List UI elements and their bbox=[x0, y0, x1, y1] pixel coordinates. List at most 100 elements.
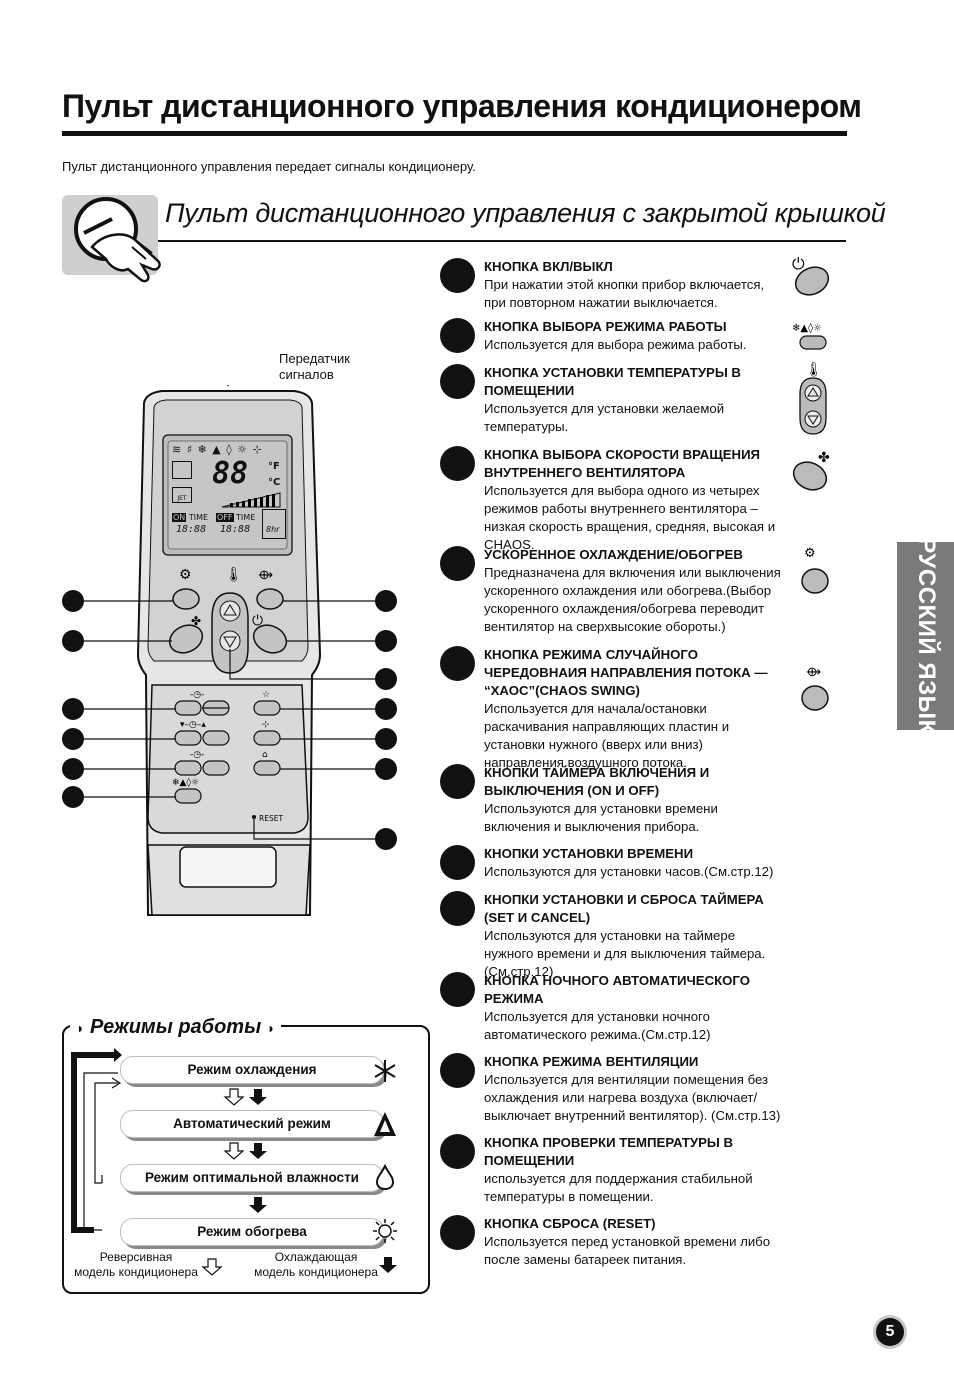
item-swing-bullet bbox=[440, 646, 475, 681]
item-clock-heading: КНОПКИ УСТАНОВКИ ВРЕМЕНИ bbox=[484, 846, 694, 861]
mode-cool-label: Режим охлаждения bbox=[187, 1062, 317, 1077]
section-title: Пульт дистанционного управления с закрыт… bbox=[165, 198, 886, 228]
lcd-icons-row: ≋ ♯ ❄ ▲ ◊ ☼ ⊹ bbox=[172, 443, 263, 456]
item-room-temp-heading: КНОПКА ПРОВЕРКИ ТЕМПЕРАТУРЫ В ПОМЕЩЕНИИ bbox=[484, 1135, 733, 1168]
mode-heat: Режим обогрева bbox=[120, 1218, 384, 1246]
item-clock-desc: Используются для установки часов.(См.стр… bbox=[484, 864, 774, 879]
lcd-on: ON bbox=[172, 513, 187, 522]
item-sleep-desc: Используется для установки ночного автом… bbox=[484, 1009, 711, 1042]
svg-text:-◷-: -◷- bbox=[190, 690, 204, 700]
item-timer-onoff-bullet bbox=[440, 764, 475, 799]
auto-icon bbox=[374, 1112, 396, 1136]
item-jet-desc: Предназначена для включения или выключен… bbox=[484, 565, 781, 634]
page-title: Пульт дистанционного управления кондицио… bbox=[62, 88, 862, 124]
svg-text:✤: ✤ bbox=[191, 614, 201, 628]
language-tab-label: РУССКИЙ ЯЗЫК bbox=[912, 537, 940, 735]
mode-heat-label: Режим обогрева bbox=[197, 1224, 307, 1239]
lcd-on-digits: 18:88 bbox=[176, 524, 207, 535]
svg-text:✤: ✤ bbox=[818, 450, 830, 466]
lcd-digits: 88 bbox=[212, 456, 249, 491]
item-reset-bullet bbox=[440, 1215, 475, 1250]
title-rule bbox=[62, 131, 847, 136]
svg-text:⟴: ⟴ bbox=[258, 567, 273, 582]
item-swing-heading: КНОПКА РЕЖИМА СЛУЧАЙНОГО ЧЕРЕДОВНАИЯ НАП… bbox=[484, 647, 768, 698]
svg-text:⊹: ⊹ bbox=[262, 720, 270, 730]
svg-text:⚙: ⚙ bbox=[804, 546, 816, 561]
intro-text: Пульт дистанционного управления передает… bbox=[62, 159, 476, 174]
svg-text:⏻: ⏻ bbox=[252, 612, 263, 628]
lcd-home-icon bbox=[172, 461, 192, 479]
item-temp-desc: Используется для установки желаемой темп… bbox=[484, 401, 725, 434]
item-reset-desc: Используется перед установкой времени ли… bbox=[484, 1234, 771, 1267]
item-reset-heading: КНОПКА СБРОСА (RESET) bbox=[484, 1216, 656, 1231]
svg-text:⚙: ⚙ bbox=[179, 566, 192, 582]
modes-title-text: Режимы работы bbox=[90, 1016, 262, 1038]
item-temp-bullet bbox=[440, 364, 475, 399]
mode-auto: Автоматический режим bbox=[120, 1110, 384, 1138]
lcd-off: OFF bbox=[216, 513, 234, 522]
item-mode-bullet bbox=[440, 318, 475, 353]
item-sleep-heading: КНОПКА НОЧНОГО АВТОМАТИЧЕСКОГО РЕЖИМА bbox=[484, 973, 750, 1006]
mode-button-icon: ❄▲◊☼ bbox=[792, 322, 827, 350]
fan-button-icon: ✤ bbox=[792, 450, 830, 491]
language-tab: РУССКИЙ ЯЗЫК bbox=[897, 537, 954, 735]
svg-text:⏻: ⏻ bbox=[792, 254, 805, 273]
svg-text:🌡: 🌡 bbox=[805, 362, 823, 378]
item-mode-desc: Используется для выбора режима работы. bbox=[484, 337, 747, 352]
item-power-desc: При нажатии этой кнопки прибор включаетс… bbox=[484, 277, 765, 310]
item-room-temp-bullet bbox=[440, 1134, 475, 1169]
item-clock-bullet bbox=[440, 845, 475, 880]
item-timer-set-heading: КНОПКИ УСТАНОВКИ И СБРОСА ТАЙМЕРА (SET И… bbox=[484, 892, 764, 925]
item-fan-bullet bbox=[440, 446, 475, 481]
lcd-time-2: TIME bbox=[236, 513, 256, 522]
item-sleep-bullet bbox=[440, 972, 475, 1007]
hand-icon bbox=[62, 195, 161, 283]
item-jet-heading: УСКОРЕННОЕ ОХЛАЖДЕНИЕ/ОБОГРЕВ bbox=[484, 547, 743, 562]
item-temp-heading: КНОПКА УСТАНОВКИ ТЕМПЕРАТУРЫ В ПОМЕЩЕНИИ bbox=[484, 365, 741, 398]
svg-text:❄▲◊☼: ❄▲◊☼ bbox=[172, 777, 199, 788]
legend-cooling: Охлаждающая модель кондиционера bbox=[254, 1250, 378, 1279]
svg-text:❄▲◊☼: ❄▲◊☼ bbox=[792, 322, 822, 334]
reset-label: RESET bbox=[259, 814, 283, 823]
item-vent-bullet bbox=[440, 1053, 475, 1088]
item-vent-heading: КНОПКА РЕЖИМА ВЕНТИЛЯЦИИ bbox=[484, 1054, 699, 1069]
item-timer-set-desc: Используются для установки на таймере ну… bbox=[484, 928, 766, 979]
item-fan-heading: КНОПКА ВЫБОРА СКОРОСТИ ВРАЩЕНИЯ ВНУТРЕНН… bbox=[484, 447, 761, 480]
lcd-off-digits: 18:88 bbox=[220, 524, 251, 535]
svg-text:🌡: 🌡 bbox=[225, 566, 243, 582]
svg-text:-◷-: -◷- bbox=[190, 750, 204, 760]
jet-button-icon: ⚙ bbox=[801, 546, 829, 594]
snowflake-icon bbox=[374, 1060, 396, 1082]
mode-dry: Режим оптимальной влажности bbox=[120, 1164, 384, 1192]
svg-text:☆: ☆ bbox=[262, 690, 270, 700]
item-power-heading: КНОПКА ВКЛ/ВЫКЛ bbox=[484, 259, 613, 274]
page-number: 5 bbox=[876, 1318, 904, 1346]
svg-text:⟴: ⟴ bbox=[806, 665, 821, 680]
lcd-unit-c: °C bbox=[268, 477, 281, 488]
sun-icon bbox=[373, 1219, 397, 1243]
item-swing-desc: Используется для начала/остановки раскач… bbox=[484, 701, 730, 770]
lcd-sleep-box bbox=[262, 509, 286, 539]
moon-icon: ◗ bbox=[76, 1020, 85, 1036]
mode-flow-arrows bbox=[71, 1048, 397, 1276]
lcd-on-time: ON TIME bbox=[172, 513, 208, 522]
item-timer-onoff-desc: Используются для установки времени включ… bbox=[484, 801, 718, 834]
item-vent-desc: Используется для вентиляции помещения бе… bbox=[484, 1072, 781, 1123]
mode-auto-label: Автоматический режим bbox=[173, 1116, 331, 1131]
thermometer-button-icon: 🌡 bbox=[799, 362, 827, 435]
lcd-hours: 8hr bbox=[266, 525, 280, 534]
legend-reverse: Реверсивная модель кондиционера bbox=[74, 1250, 198, 1279]
lcd-fan-bars bbox=[221, 492, 281, 508]
lcd-unit-f: °F bbox=[268, 461, 280, 472]
drop-icon bbox=[375, 1164, 395, 1190]
item-fan-desc: Используется для выбора одного из четыре… bbox=[484, 483, 776, 552]
item-room-temp-desc: используется для поддержания стабильной … bbox=[484, 1171, 753, 1204]
item-power-bullet bbox=[440, 258, 475, 293]
lcd-off-time: OFF TIME bbox=[216, 513, 255, 522]
item-mode-heading: КНОПКА ВЫБОРА РЕЖИМА РАБОТЫ bbox=[484, 319, 727, 334]
svg-text:⌂: ⌂ bbox=[262, 750, 268, 760]
power-button-icon: ⏻ bbox=[792, 254, 830, 296]
modes-title: ◗ Режимы работы ◗ bbox=[70, 1016, 282, 1039]
item-jet-bullet bbox=[440, 546, 475, 581]
transmitter-label-text: Передатчик сигналов bbox=[279, 351, 350, 382]
